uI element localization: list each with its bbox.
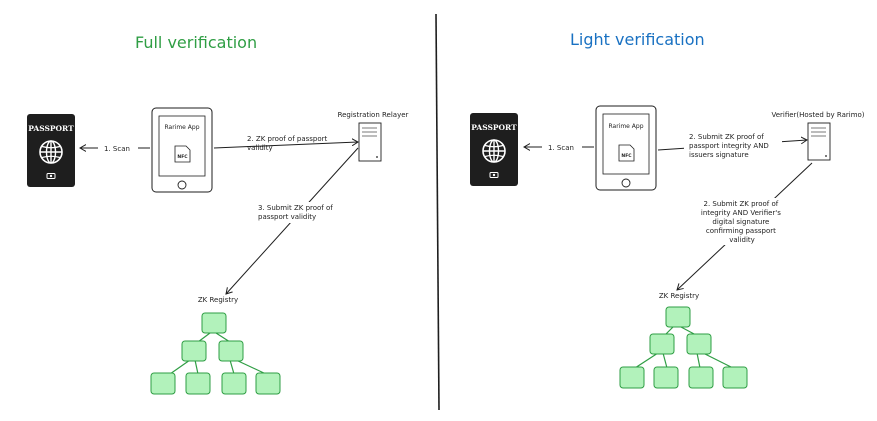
server-icon [807,122,831,161]
passport-icon: PASSPORT [470,113,518,186]
step3-text: 3. Submit ZK proof of passport validity [258,204,335,221]
phone-app-label: Rarime App [608,123,643,130]
step3-text: 2. Submit ZK proof of integrity AND Veri… [701,200,783,244]
light-verification-panel: Light verification PASSPORT Rarime App N… [470,30,865,389]
tree-node [619,366,645,389]
server-label: Registration Relayer [338,111,409,119]
tree-node [665,306,691,328]
full-title: Full verification [135,33,257,52]
nfc-label: NFC [177,154,188,160]
tree-node [201,312,227,334]
step2-text: 2. Submit ZK proof of passport integrity… [689,133,771,159]
registry-label: ZK Registry [198,296,238,304]
center-divider [435,13,440,411]
tree-node [688,366,714,389]
tree-node [185,372,211,395]
tree-node [653,366,679,389]
passport-label: PASSPORT [471,123,517,132]
phone-app-label: Rarime App [164,124,199,131]
server-label: Verifier(Hosted by Rarimo) [771,111,864,119]
tree-node [686,333,712,355]
passport-label: PASSPORT [28,124,74,133]
nfc-icon: NFC [618,144,635,162]
scan-label: 1. Scan [548,144,574,152]
passport-icon: PASSPORT [27,114,75,187]
full-verification-panel: Full verification PASSPORT Rarime App NF… [27,33,409,395]
tree-node [255,372,281,395]
tree-node [221,372,247,395]
tree-node [649,333,675,355]
tree-node [722,366,748,389]
light-title: Light verification [570,30,705,49]
step2-arrow [213,142,358,149]
tree-node [181,340,207,362]
phone-icon: Rarime App NFC [595,105,657,191]
registry-label: ZK Registry [659,292,699,300]
nfc-icon: NFC [174,145,191,163]
registry-nodes [619,306,748,389]
tree-node [218,340,244,362]
server-icon [358,122,382,162]
step2-text: 2. ZK proof of passport validity [247,135,330,152]
phone-icon: Rarime App NFC [151,107,213,193]
registry-nodes [150,312,281,395]
tree-node [150,372,176,395]
scan-label: 1. Scan [104,145,130,153]
nfc-label: NFC [621,153,632,159]
